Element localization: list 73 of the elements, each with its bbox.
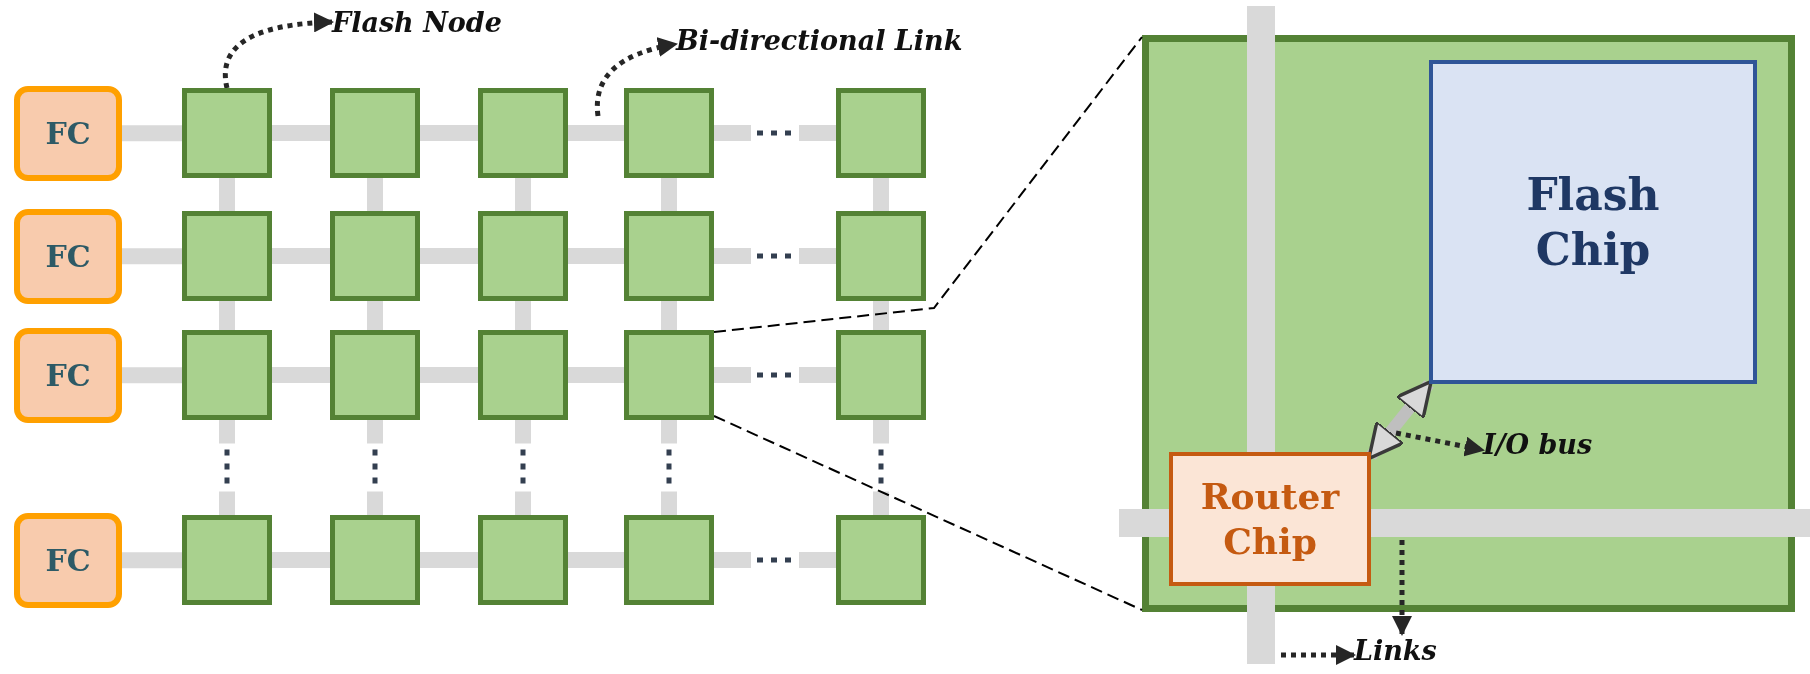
double-arrow	[1366, 379, 1434, 461]
link-line	[873, 420, 889, 515]
flash-node-box	[624, 515, 714, 605]
controller-box: FC	[14, 209, 122, 304]
chip-box: Flash Chip	[1429, 60, 1757, 384]
link-line	[568, 367, 624, 383]
link-line	[714, 248, 836, 264]
flash-node-box	[836, 330, 926, 420]
flash-node-box	[330, 330, 420, 420]
link-line	[714, 125, 836, 141]
link-line	[367, 420, 383, 515]
flash-node-box	[478, 211, 568, 301]
link-line	[219, 301, 235, 330]
link-line	[420, 125, 478, 141]
link-line	[272, 367, 330, 383]
flash-node-box	[836, 211, 926, 301]
flash-node-box	[836, 515, 926, 605]
chip-box: Router Chip	[1169, 452, 1371, 586]
link-line	[515, 301, 531, 330]
controller-box: FC	[14, 328, 122, 423]
link-line	[568, 552, 624, 568]
node-detail-box	[1142, 35, 1795, 612]
zoom-line	[713, 36, 1143, 333]
callout-label: Links	[1354, 634, 1437, 668]
link-line	[714, 552, 836, 568]
link-line	[420, 367, 478, 383]
link-line	[122, 552, 182, 569]
flash-node-box	[836, 88, 926, 178]
link-line	[272, 248, 330, 264]
leader-arrow	[594, 37, 678, 117]
zoom-line	[713, 415, 1143, 611]
flash-node-box	[182, 515, 272, 605]
link-line	[568, 125, 624, 141]
link-line	[515, 178, 531, 211]
flash-node-box	[478, 88, 568, 178]
link-line	[661, 178, 677, 211]
flash-node-box	[478, 515, 568, 605]
flash-node-box	[330, 88, 420, 178]
flash-node-box	[478, 330, 568, 420]
leader-arrow	[223, 12, 334, 89]
callout-label: Bi-directional Link	[676, 24, 963, 58]
link-line	[272, 552, 330, 568]
link-line	[367, 301, 383, 330]
flash-node-box	[330, 515, 420, 605]
callout-label: Flash Node	[332, 6, 502, 40]
callout-label: I/O bus	[1483, 428, 1593, 462]
flash-node-box	[330, 211, 420, 301]
link-line	[122, 367, 182, 384]
flash-node-box	[624, 88, 714, 178]
link-line	[122, 125, 182, 142]
link-line	[661, 420, 677, 515]
flash-node-box	[182, 211, 272, 301]
link-line	[219, 420, 235, 515]
leader-arrow	[1392, 540, 1412, 636]
flash-node-box	[182, 330, 272, 420]
link-line	[420, 248, 478, 264]
link-line	[568, 248, 624, 264]
link-line	[873, 178, 889, 211]
controller-box: FC	[14, 86, 122, 181]
controller-box: FC	[14, 513, 122, 608]
link-line	[272, 125, 330, 141]
link-line	[661, 301, 677, 330]
flash-node-box	[182, 88, 272, 178]
link-line	[420, 552, 478, 568]
link-line	[219, 178, 235, 211]
flash-node-box	[624, 211, 714, 301]
link-line	[515, 420, 531, 515]
link-line	[122, 248, 182, 265]
leader-arrow	[1281, 645, 1356, 665]
link-line	[873, 301, 889, 330]
link-line	[367, 178, 383, 211]
leader-arrow	[1395, 430, 1485, 457]
flash-node-box	[624, 330, 714, 420]
